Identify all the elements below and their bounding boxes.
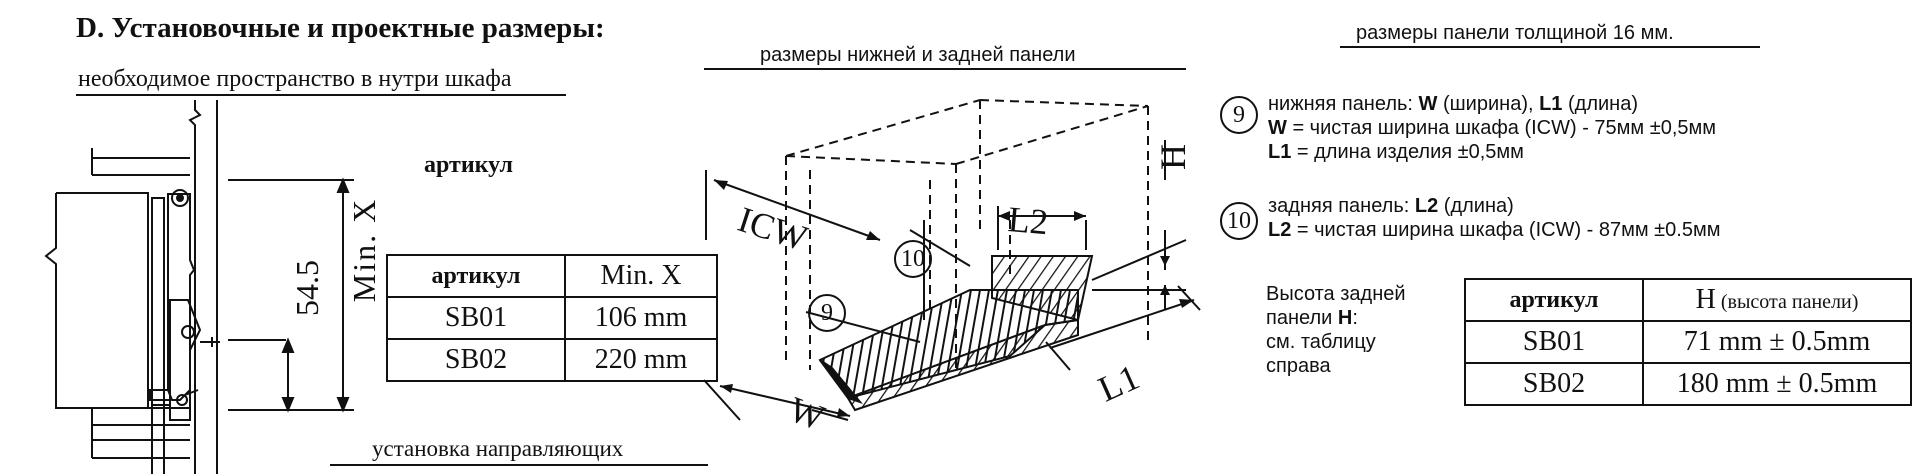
- min-x-table: артикул Min. X SB01 106 mm SB02 220 mm: [386, 254, 718, 382]
- left-dimension-lines: [228, 177, 354, 413]
- table-cell: 71 mm ± 0.5mm: [1642, 320, 1912, 364]
- spec-back-line2: L2 = чистая ширина шкафа (ICW) - 87мм ±0…: [1268, 219, 1721, 241]
- table-cell: 220 mm: [564, 338, 718, 382]
- middle-caption-underline: [704, 68, 1186, 70]
- spec-back-line1: задняя панель: L2 (длина): [1268, 195, 1514, 217]
- left-subtitle-underline: [76, 94, 566, 96]
- table-cell: SB02: [386, 338, 566, 382]
- table-header-minx: Min. X: [564, 254, 718, 298]
- cabinet-panels-drawing: [703, 99, 1201, 421]
- artikul-label: артикул: [424, 152, 514, 178]
- callout-10: 10: [894, 240, 932, 278]
- table-header-artikul: артикул: [1464, 278, 1644, 322]
- panel-height-table: артикул H (высота панели) SB01 71 mm ± 0…: [1464, 278, 1912, 406]
- table-row: SB01 106 mm: [386, 296, 718, 340]
- dim-min-x: Min. X: [346, 197, 382, 303]
- label-l2: L2: [1006, 198, 1050, 243]
- spec-bottom-line3: L1 = длина изделия ±0,5мм: [1268, 141, 1524, 163]
- back-height-note: Высота задней панели H: см. таблицу спра…: [1266, 283, 1406, 377]
- right-caption-underline: [1340, 46, 1760, 48]
- table-header-row: артикул Min. X: [386, 254, 718, 298]
- label-h: H: [1153, 144, 1193, 170]
- left-subtitle: необходимое пространство в нутри шкафа: [78, 66, 512, 92]
- left-footer-underline: [330, 464, 708, 466]
- spec-num-10: 10: [1220, 202, 1258, 240]
- table-row: SB01 71 mm ± 0.5mm: [1464, 320, 1912, 364]
- table-header-row: артикул H (высота панели): [1464, 278, 1912, 322]
- right-caption: размеры панели толщиной 16 мм.: [1356, 22, 1674, 44]
- dim-54-5: 54.5: [289, 260, 325, 316]
- spec-bottom-line2: W = чистая ширина шкафа (ICW) - 75мм ±0,…: [1268, 117, 1717, 139]
- section-title: D. Установочные и проектные размеры:: [76, 12, 605, 44]
- slide-installation-drawing: [44, 100, 220, 474]
- table-cell: 180 mm ± 0.5mm: [1642, 362, 1912, 406]
- table-row: SB02 180 mm ± 0.5mm: [1464, 362, 1912, 406]
- table-cell: 106 mm: [564, 296, 718, 340]
- callout-9: 9: [808, 294, 846, 332]
- spec-num-9: 9: [1220, 96, 1258, 134]
- table-header-height: H (высота панели): [1642, 278, 1912, 322]
- table-cell: SB02: [1464, 362, 1644, 406]
- left-footer-caption: установка направляющих: [372, 436, 624, 461]
- table-row: SB02 220 mm: [386, 338, 718, 382]
- table-header-artikul: артикул: [386, 254, 566, 298]
- middle-caption: размеры нижней и задней панели: [760, 44, 1076, 66]
- spec-bottom-line1: нижняя панель: W (ширина), L1 (длина): [1268, 93, 1638, 115]
- table-cell: SB01: [386, 296, 566, 340]
- table-cell: SB01: [1464, 320, 1644, 364]
